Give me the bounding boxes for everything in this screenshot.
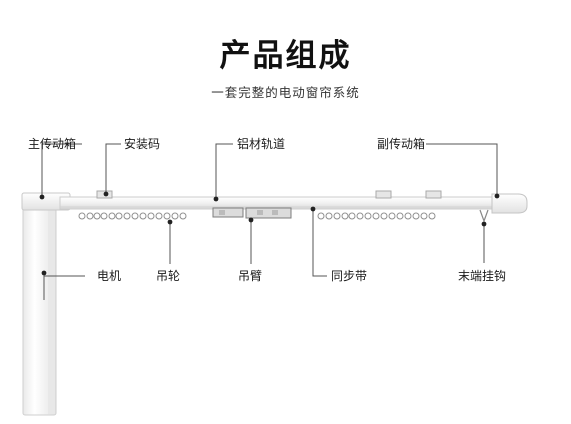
label-hanging-arm: 吊臂: [238, 269, 263, 283]
label-main-drive-box: 主传动箱: [28, 137, 77, 151]
mount-clip-shape: [375, 190, 392, 199]
label-aluminum-track: 铝材轨道: [237, 137, 286, 151]
leader-lines: [41, 143, 498, 300]
label-pulley: 吊轮: [156, 269, 181, 283]
label-secondary-drive-box: 副传动箱: [377, 137, 426, 151]
label-mounting-clip: 安装码: [124, 137, 161, 151]
end-hook-shape: [479, 209, 489, 223]
pulley-group-right: [317, 212, 436, 220]
label-motor: 电机: [97, 269, 122, 283]
callout-dots: [39, 191, 500, 276]
page-subtitle: 一套完整的电动窗帘系统: [211, 85, 360, 100]
label-end-hook: 末端挂钩: [458, 269, 507, 283]
label-timing-belt: 同步带: [331, 269, 368, 283]
pulley-group-left: [78, 212, 187, 220]
mount-clip-shape: [425, 190, 442, 199]
page-title: 产品组成: [219, 38, 352, 74]
hanging-arm-shape: [212, 207, 292, 219]
secondary-drive-box: [491, 193, 528, 214]
